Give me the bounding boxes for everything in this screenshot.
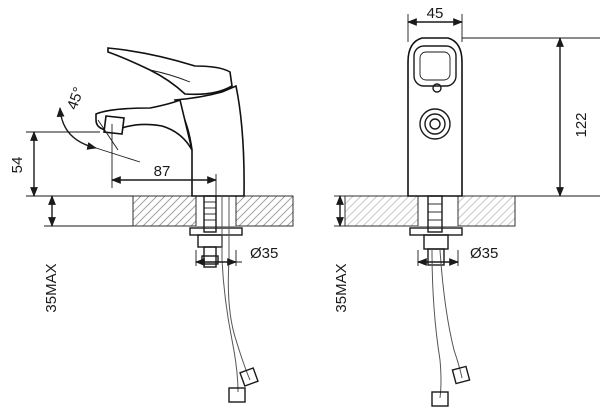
dim-max-side-group: 35MAX bbox=[43, 195, 133, 313]
dim-max-front-group: 35MAX bbox=[333, 195, 350, 313]
dim-width-label: 45 bbox=[427, 5, 444, 22]
dim-hole-front-group: Ø35 bbox=[417, 245, 498, 266]
dim-87-group: 87 bbox=[111, 124, 217, 196]
countertop-section-side bbox=[132, 195, 294, 227]
dim-45-group: 45 bbox=[407, 5, 463, 42]
dim-height-label: 122 bbox=[573, 112, 590, 137]
dim-54-group: 54 bbox=[9, 131, 133, 197]
faucet-body-side bbox=[95, 47, 245, 268]
dim-angle-group: 45° bbox=[56, 85, 141, 163]
dim-spout-reach-label: 87 bbox=[154, 163, 171, 180]
front-view: 45 122 Ø35 35MAX bbox=[333, 5, 600, 407]
faucet-body-front bbox=[407, 37, 463, 266]
flex-hoses-front bbox=[431, 249, 471, 407]
dim-max-thickness-front-label: 35MAX bbox=[333, 263, 350, 312]
side-view: 54 87 45° Ø35 35MAX bbox=[9, 47, 294, 403]
flex-hoses-side bbox=[221, 196, 259, 403]
dim-handle-angle-label: 45° bbox=[64, 85, 88, 112]
dim-spout-height-label: 54 bbox=[9, 157, 26, 174]
dim-hole-diameter-front-label: Ø35 bbox=[470, 245, 498, 262]
dim-max-thickness-side-label: 35MAX bbox=[43, 263, 60, 312]
countertop-section-front bbox=[344, 195, 516, 227]
dim-122-group: 122 bbox=[462, 37, 600, 197]
dim-hole-diameter-side-label: Ø35 bbox=[250, 245, 278, 262]
dim-hole-side-group: Ø35 bbox=[195, 245, 278, 266]
